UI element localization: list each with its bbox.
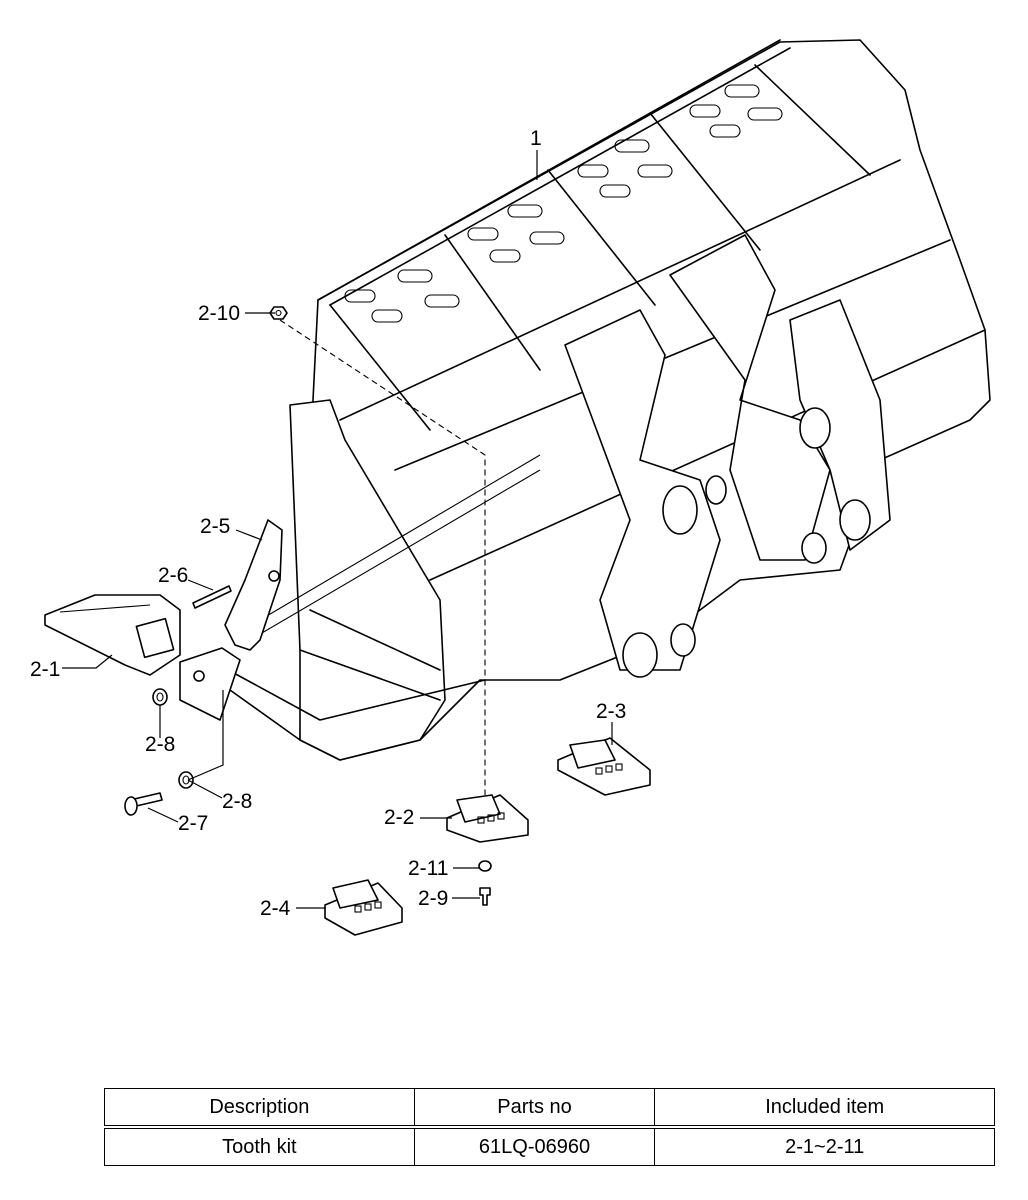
header-parts-no: Parts no — [413, 1088, 656, 1129]
callout-2-8-lower: 2-8 — [222, 790, 252, 813]
wear-pad-2-4 — [324, 879, 403, 936]
adapter-part — [179, 519, 283, 721]
bucket-body — [209, 39, 991, 761]
callout-1: 1 — [530, 127, 542, 150]
header-description: Description — [104, 1088, 415, 1129]
callout-2-10: 2-10 — [198, 302, 240, 325]
bucket-exploded-diagram: 1 2-10 2-5 2-6 2-1 2-8 2-8 2-7 2-3 2-2 2… — [30, 39, 991, 936]
callout-2-6: 2-6 — [158, 564, 188, 587]
callout-2-5: 2-5 — [200, 515, 230, 538]
cell-parts-no: 61LQ-06960 — [413, 1126, 656, 1166]
wear-pad-2-3 — [557, 737, 651, 796]
callout-2-11: 2-11 — [408, 857, 448, 880]
pin-part — [192, 585, 232, 609]
table-row: Tooth kit 61LQ-06960 2-1~2-11 — [104, 1126, 995, 1166]
bolt-part — [124, 792, 163, 816]
callout-2-4: 2-4 — [260, 897, 291, 920]
parts-table-header: Description Parts no Included item — [104, 1088, 995, 1129]
callout-2-9: 2-9 — [418, 887, 448, 910]
leader-lines — [62, 150, 613, 909]
callout-2-8-upper: 2-8 — [145, 733, 175, 756]
parts-table: Description Parts no Included item Tooth… — [104, 1088, 995, 1166]
cell-included-item: 2-1~2-11 — [654, 1126, 995, 1166]
callout-2-7: 2-7 — [178, 812, 208, 835]
wear-pad-2-2 — [446, 794, 529, 843]
header-included-item: Included item — [654, 1088, 995, 1129]
cell-description: Tooth kit — [104, 1126, 415, 1166]
tooth-part — [44, 594, 181, 676]
callout-2-1: 2-1 — [30, 658, 60, 681]
callout-2-3: 2-3 — [596, 700, 626, 723]
callout-2-2: 2-2 — [384, 806, 414, 829]
washer-bolt-small — [478, 860, 492, 906]
nut-part — [269, 306, 288, 320]
